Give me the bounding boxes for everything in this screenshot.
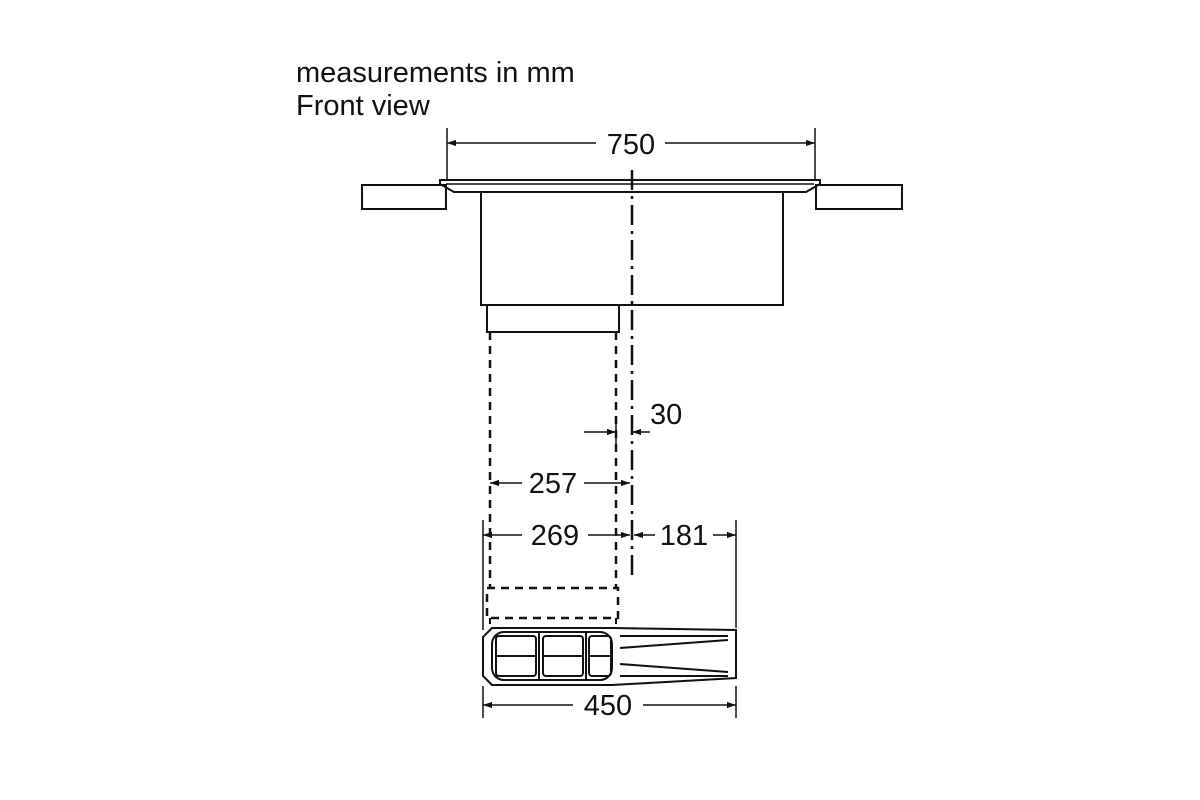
units-note: measurements in mm bbox=[296, 57, 575, 89]
dimension-269: 269 bbox=[483, 520, 630, 552]
fan-module bbox=[486, 304, 620, 333]
dimension-257-label: 257 bbox=[529, 468, 577, 500]
cooktop-plate bbox=[439, 179, 821, 193]
dimension-750: 750 bbox=[447, 129, 815, 161]
dimension-257: 257 bbox=[490, 468, 630, 500]
dimension-450: 450 bbox=[483, 690, 736, 722]
dimension-30-label: 30 bbox=[650, 399, 682, 431]
dimension-181: 181 bbox=[634, 520, 736, 552]
view-label: Front view bbox=[296, 90, 430, 122]
dimension-181-label: 181 bbox=[660, 520, 708, 552]
countertop-right bbox=[815, 184, 903, 210]
countertop-left bbox=[361, 184, 447, 210]
cooktop-housing bbox=[480, 191, 784, 306]
dimension-450-label: 450 bbox=[584, 690, 632, 722]
duct-outline bbox=[485, 332, 620, 620]
dimension-269-label: 269 bbox=[531, 520, 579, 552]
dimension-750-label: 750 bbox=[607, 129, 655, 161]
filter-box bbox=[482, 618, 737, 686]
dimension-30: 30 bbox=[584, 399, 682, 436]
